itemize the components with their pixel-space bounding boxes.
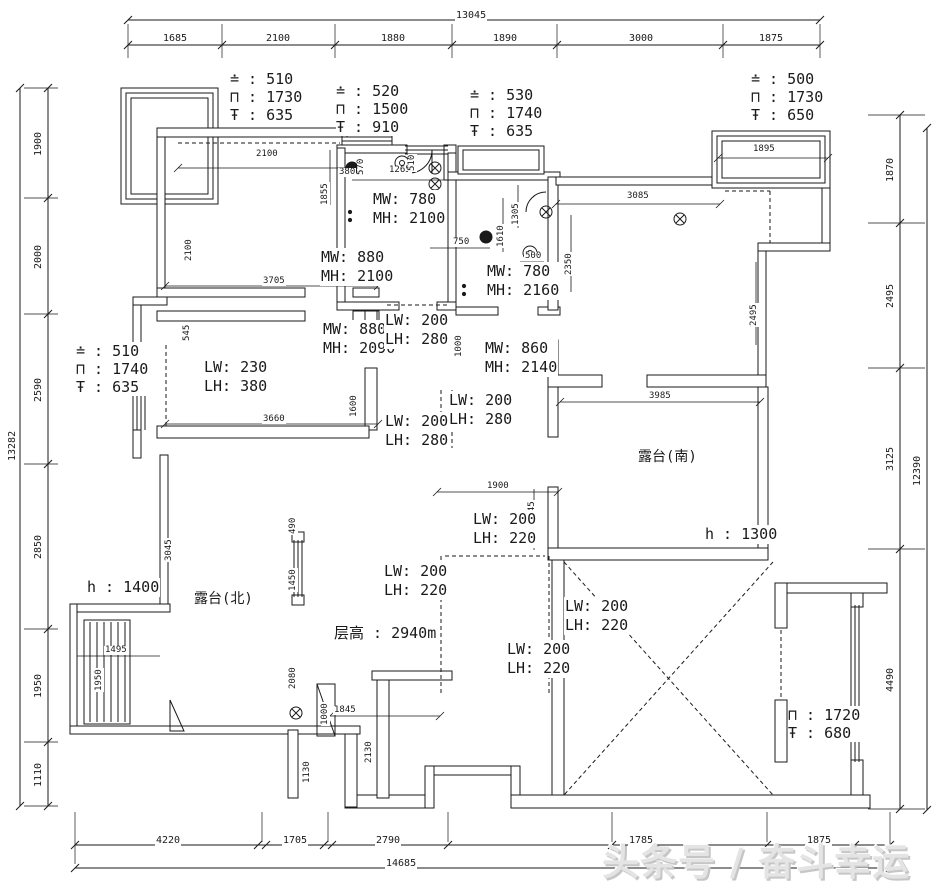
window-spec-top-mid-left: ≐ : 520 ⊓ : 1500 Ŧ : 910 xyxy=(336,82,409,136)
dim-bottom-total: 14685 xyxy=(385,858,418,869)
window-spec-top-right: ≐ : 500 ⊓ : 1730 Ŧ : 650 xyxy=(751,70,824,124)
vent-icon xyxy=(539,205,553,219)
inline-dim: 380 xyxy=(338,167,357,177)
room-label-terrace-north: 露台(北) xyxy=(194,591,253,607)
dimension-chain-right xyxy=(868,110,932,815)
dim-left-seg: 1950 xyxy=(33,672,44,699)
vent-icon xyxy=(428,161,442,175)
dimension-chain-bottom xyxy=(70,812,895,873)
dim-top-seg: 3000 xyxy=(628,33,655,44)
dim-top-seg: 2100 xyxy=(265,33,292,44)
watermark-text: 头条号 / 奋斗幸运草 xyxy=(602,841,911,884)
window-spec-mid-left: ≐ : 510 ⊓ : 1740 Ŧ : 635 xyxy=(76,342,149,396)
window-spec-top-left: ≐ : 510 ⊓ : 1730 Ŧ : 635 xyxy=(230,70,303,124)
dim-top-seg: 1685 xyxy=(162,33,189,44)
window-spec-bottom-right: ⊓ : 1720 Ŧ : 680 xyxy=(788,706,861,742)
switch-dots-icon xyxy=(347,209,467,297)
dim-right-total: 12390 xyxy=(912,454,923,487)
inline-dim: 1855 xyxy=(320,182,330,206)
dim-right-seg: 2495 xyxy=(885,282,896,309)
dim-bottom-seg: 1785 xyxy=(628,835,655,846)
floor-height-label: 层高 : 2940m xyxy=(333,624,438,643)
dimension-chain-top xyxy=(123,15,825,58)
inline-dim: 2350 xyxy=(564,252,574,276)
vent-icon xyxy=(673,212,687,226)
dimension-chain-left xyxy=(15,83,58,811)
inline-dim: 3705 xyxy=(262,276,286,286)
dim-top-total: 13045 xyxy=(455,10,488,21)
dim-bottom-seg: 4220 xyxy=(155,835,182,846)
dim-top-seg: 1875 xyxy=(758,33,785,44)
inline-dim: 1000 xyxy=(454,334,464,358)
window-spec-top-mid-right: ≐ : 530 ⊓ : 1740 Ŧ : 635 xyxy=(470,86,543,140)
dim-top-seg: 1880 xyxy=(380,33,407,44)
dim-left-seg: 1900 xyxy=(33,130,44,157)
dim-right-seg: 3125 xyxy=(885,445,896,472)
inline-dim: 1495 xyxy=(104,645,128,655)
dashed-lines xyxy=(165,142,782,796)
inline-dim: 1610 xyxy=(496,224,506,248)
inline-dim: 545 xyxy=(182,323,192,342)
inline-dim: 490 xyxy=(288,516,298,535)
inline-dim: 1130 xyxy=(302,760,312,784)
dim-top-seg: 1890 xyxy=(492,33,519,44)
dim-left-seg: 2850 xyxy=(33,533,44,560)
inline-dim: 750 xyxy=(452,237,471,247)
dim-left-total: 13282 xyxy=(7,429,18,462)
dim-right-seg: 1870 xyxy=(885,156,896,183)
inline-dim: 1900 xyxy=(486,481,510,491)
inline-dim: 2080 xyxy=(288,666,298,690)
walls xyxy=(69,87,888,809)
dim-bottom-seg: 2790 xyxy=(375,835,402,846)
inline-dim: 500 xyxy=(524,251,543,261)
closet-hatch xyxy=(83,619,131,725)
dim-left-seg: 1110 xyxy=(33,761,44,788)
inline-dim: 1845 xyxy=(333,705,357,715)
inline-dim: 1950 xyxy=(94,668,104,692)
inline-dim: 3045 xyxy=(164,538,174,562)
inline-dim: 1600 xyxy=(349,394,359,418)
room-height-terrace-north: h : 1400 xyxy=(86,578,161,597)
inline-dim: 2100 xyxy=(184,238,194,262)
inline-dim: 1000 xyxy=(320,702,330,726)
inline-dim: 570 xyxy=(356,157,366,176)
dim-bottom-seg: 1875 xyxy=(806,835,833,846)
inline-dim: 3085 xyxy=(626,191,650,201)
inline-dim: 3660 xyxy=(262,414,286,424)
room-label-terrace-south: 露台(南) xyxy=(638,449,697,465)
dim-left-seg: 2000 xyxy=(33,243,44,270)
inline-dim: 1305 xyxy=(511,202,521,226)
inline-dim: 3985 xyxy=(648,391,672,401)
outlet-icon xyxy=(479,230,493,244)
inline-dim: 2130 xyxy=(364,740,374,764)
room-height-terrace-south: h : 1300 xyxy=(704,525,779,544)
inline-dim: 1895 xyxy=(752,144,776,154)
dim-left-seg: 2590 xyxy=(33,376,44,403)
dim-bottom-seg: 1705 xyxy=(282,835,309,846)
inline-dim: 1450 xyxy=(288,568,298,592)
inline-dim: 510 xyxy=(407,153,417,172)
dim-right-seg: 4490 xyxy=(885,666,896,693)
vent-icon xyxy=(289,706,303,720)
inline-dim: 2495 xyxy=(749,303,759,327)
inline-dim: 2100 xyxy=(255,149,279,159)
inline-dim: 1265 xyxy=(388,165,412,175)
